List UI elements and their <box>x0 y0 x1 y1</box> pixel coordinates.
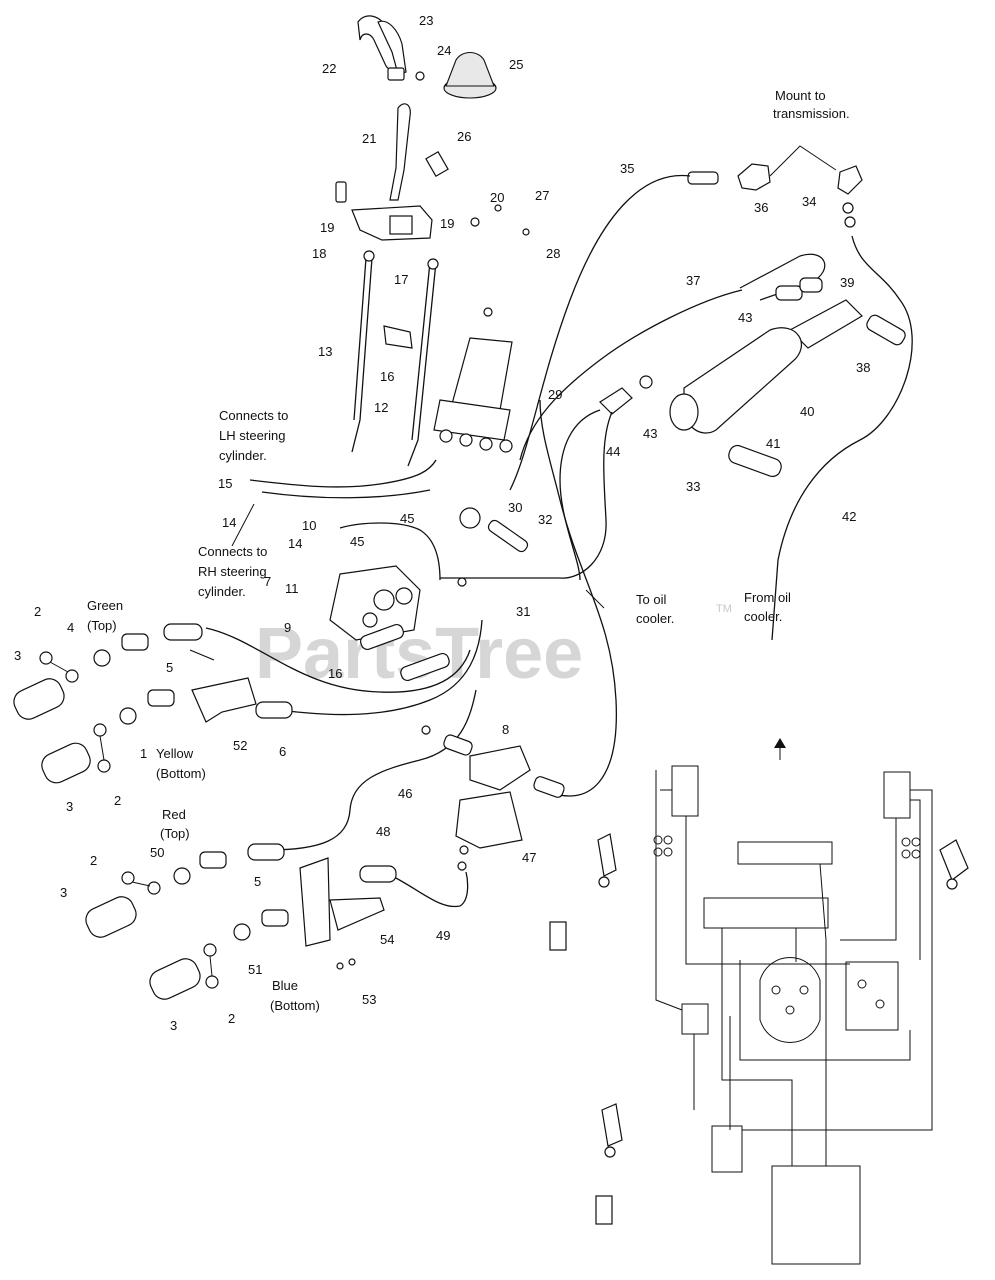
callout-49: 49 <box>436 928 450 943</box>
callout-45: 45 <box>400 511 414 526</box>
callout-31: 31 <box>516 604 530 619</box>
callout-27: 27 <box>535 188 549 203</box>
callout-42: 42 <box>842 509 856 524</box>
callout-48: 48 <box>376 824 390 839</box>
callout-29: 29 <box>548 387 562 402</box>
callout-5: 5 <box>254 874 261 889</box>
note-green-position: (Top) <box>87 618 117 633</box>
callout-19: 19 <box>440 216 454 231</box>
callout-9: 9 <box>284 620 291 635</box>
callout-14: 14 <box>222 515 236 530</box>
callout-25: 25 <box>509 57 523 72</box>
part-callouts: 23 22 24 25 21 26 20 27 19 19 18 28 17 1… <box>14 13 870 1033</box>
watermark-trademark: TM <box>716 603 732 615</box>
callout-16: 16 <box>380 369 394 384</box>
callout-41: 41 <box>766 436 780 451</box>
callout-16: 16 <box>328 666 342 681</box>
callout-22: 22 <box>322 61 336 76</box>
callout-8: 8 <box>502 722 509 737</box>
callout-54: 54 <box>380 932 394 947</box>
callout-26: 26 <box>457 129 471 144</box>
callout-13: 13 <box>318 344 332 359</box>
lift-valve <box>421 725 565 871</box>
note-red: Red <box>162 807 186 822</box>
hydraulic-hoses <box>205 174 913 908</box>
callout-11: 11 <box>285 581 299 596</box>
note-lh-line3: cylinder. <box>219 448 267 463</box>
callout-15: 15 <box>218 476 232 491</box>
callout-30: 30 <box>508 500 522 515</box>
callout-32: 32 <box>538 512 552 527</box>
callout-20: 20 <box>490 190 504 205</box>
callout-3: 3 <box>170 1018 177 1033</box>
note-red-position: (Top) <box>160 826 190 841</box>
callout-23: 23 <box>419 13 433 28</box>
note-from-cooler-line2: cooler. <box>744 609 782 624</box>
callout-14: 14 <box>288 536 302 551</box>
callout-5: 5 <box>166 660 173 675</box>
callout-3: 3 <box>14 648 21 663</box>
callout-2: 2 <box>228 1011 235 1026</box>
note-lh-line2: LH steering <box>219 428 285 443</box>
callout-33: 33 <box>686 479 700 494</box>
callout-12: 12 <box>374 400 388 415</box>
callout-37: 37 <box>686 273 700 288</box>
note-rh-line3: cylinder. <box>198 584 246 599</box>
couplers <box>13 623 397 1000</box>
note-lh-line1: Connects to <box>219 408 288 423</box>
note-blue: Blue <box>272 978 298 993</box>
callout-3: 3 <box>60 885 67 900</box>
callout-1: 1 <box>140 746 147 761</box>
note-rh-line1: Connects to <box>198 544 267 559</box>
callout-6: 6 <box>279 744 286 759</box>
note-to-cooler-line1: To oil <box>636 592 666 607</box>
note-from-cooler-line1: From oil <box>744 590 791 605</box>
callout-2: 2 <box>114 793 121 808</box>
callout-39: 39 <box>840 275 854 290</box>
callout-38: 38 <box>856 360 870 375</box>
watermark: PartsTree <box>255 614 583 694</box>
control-lever-assembly <box>335 15 530 467</box>
callout-35: 35 <box>620 161 634 176</box>
callout-40: 40 <box>800 404 814 419</box>
callout-28: 28 <box>546 246 560 261</box>
note-yellow: Yellow <box>156 746 194 761</box>
callout-3: 3 <box>66 799 73 814</box>
callout-51: 51 <box>248 962 262 977</box>
callout-45: 45 <box>350 534 364 549</box>
callout-2: 2 <box>34 604 41 619</box>
callout-24: 24 <box>437 43 451 58</box>
diagram-notes: Mount to transmission. Connects to LH st… <box>87 88 850 1013</box>
callout-53: 53 <box>362 992 376 1007</box>
callout-17: 17 <box>394 272 408 287</box>
callout-19: 19 <box>320 220 334 235</box>
callout-18: 18 <box>312 246 326 261</box>
callout-43: 43 <box>643 426 657 441</box>
callout-44: 44 <box>606 444 620 459</box>
callout-7: 7 <box>264 574 271 589</box>
callout-46: 46 <box>398 786 412 801</box>
leader-lines <box>231 145 837 609</box>
callout-50: 50 <box>150 845 164 860</box>
callout-52: 52 <box>233 738 247 753</box>
note-mount-line2: transmission. <box>773 106 850 121</box>
callout-34: 34 <box>802 194 816 209</box>
hydraulic-schematic <box>549 738 969 1265</box>
callout-36: 36 <box>754 200 768 215</box>
callout-47: 47 <box>522 850 536 865</box>
note-to-cooler-line2: cooler. <box>636 611 674 626</box>
note-mount-line1: Mount to <box>775 88 826 103</box>
callout-21: 21 <box>362 131 376 146</box>
note-green: Green <box>87 598 123 613</box>
filter-assembly <box>599 163 906 478</box>
note-rh-line2: RH steering <box>198 564 267 579</box>
callout-2: 2 <box>90 853 97 868</box>
callout-4: 4 <box>67 620 74 635</box>
callout-10: 10 <box>302 518 316 533</box>
callout-43: 43 <box>738 310 752 325</box>
note-blue-position: (Bottom) <box>270 998 320 1013</box>
valve-block <box>329 507 529 682</box>
note-yellow-position: (Bottom) <box>156 766 206 781</box>
